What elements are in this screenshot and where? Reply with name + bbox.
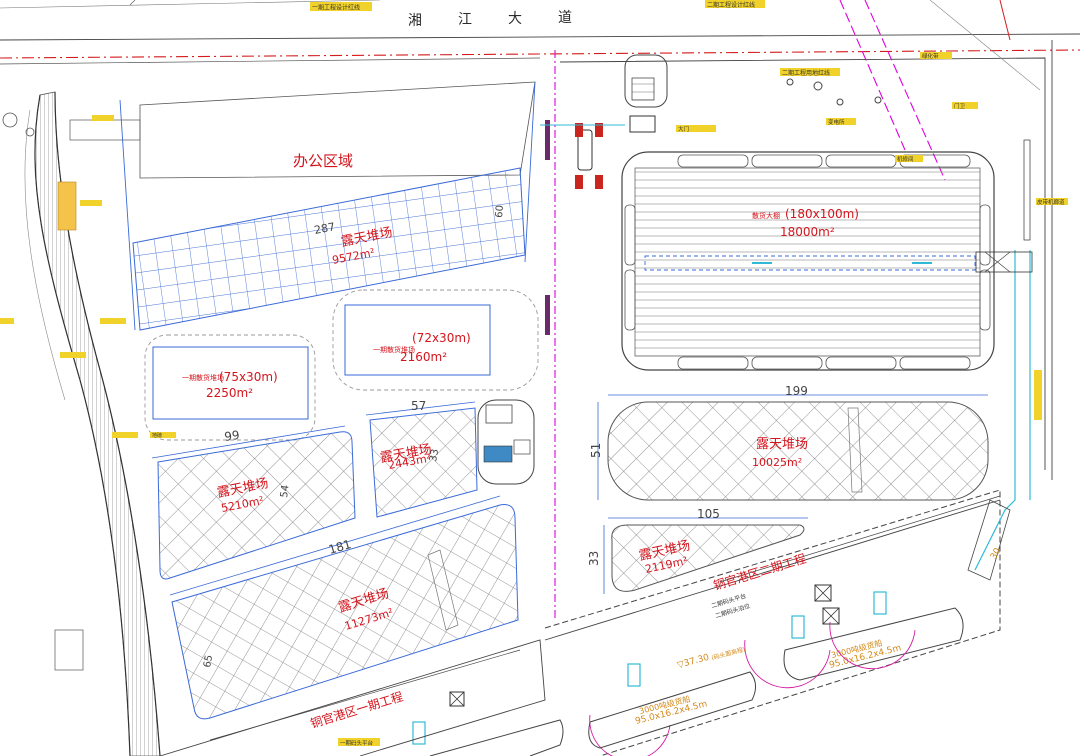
shed-1-name: 一期散货堆场	[182, 373, 224, 382]
svg-text:大: 大	[508, 11, 522, 27]
svg-text:▽37.30: ▽37.30	[676, 653, 710, 671]
warehouse-name: 散货大棚	[752, 211, 780, 220]
road-lines	[0, 0, 1080, 620]
yard-f-dim-top: 105	[697, 507, 720, 521]
road-name: 湘 江 大 道 一期工程设计红线 二期工程设计红线 二期工程用地红线	[310, 0, 840, 77]
right-conveyor: 皮带机廊道 30	[967, 139, 1068, 581]
yard-f-dim-side: 33	[587, 551, 601, 566]
yard-c-dim-top: 57	[411, 399, 426, 413]
svg-text:大门: 大门	[678, 125, 689, 133]
yard-e-dim-side: 51	[589, 443, 603, 458]
svg-text:机修间: 机修间	[897, 155, 914, 163]
guardhouse	[477, 399, 535, 485]
svg-text:道: 道	[558, 10, 572, 26]
svg-text:江: 江	[458, 12, 472, 28]
svg-text:变电所: 变电所	[828, 118, 845, 126]
yard-a-dim-top: 287	[313, 220, 336, 237]
shed-2-area: 2160m²	[400, 350, 447, 364]
yard-b-dim-side: 54	[279, 484, 291, 498]
shed-2-name: 一期散货堆场	[373, 345, 415, 354]
yard-e-dim-top: 199	[785, 384, 808, 398]
gate-building	[624, 54, 882, 133]
yard-b: 99 露天堆场 5210m² 54	[151, 425, 356, 580]
left-labels	[0, 115, 138, 438]
yard-e: 199 51 露天堆场 10025m²	[589, 384, 989, 501]
yard-e-area: 10025m²	[752, 456, 802, 469]
svg-text:一期工程设计红线: 一期工程设计红线	[312, 4, 360, 12]
svg-text:(码头面高程): (码头面高程)	[710, 645, 746, 662]
svg-text:一期码头平台: 一期码头平台	[340, 739, 374, 747]
svg-text:绿化带: 绿化带	[922, 52, 939, 60]
svg-text:二期工程设计红线: 二期工程设计红线	[707, 1, 755, 9]
yard-a: 露天堆场 9572m² 287 60	[132, 167, 526, 331]
svg-text:湘: 湘	[408, 13, 422, 29]
svg-text:地磅: 地磅	[152, 432, 162, 439]
yard-c: 57 露天堆场 2443m² 33	[365, 399, 478, 518]
shed-2: 一期散货堆场 (72x30m) 2160m²	[332, 120, 550, 391]
svg-text:皮带机廊道: 皮带机廊道	[1037, 198, 1065, 206]
svg-text:二期工程用地红线: 二期工程用地红线	[782, 69, 830, 77]
shed-1-area: 2250m²	[206, 386, 253, 400]
misc-labels: 大门 变电所 门卫 机修间 地磅 绿化带	[150, 52, 978, 439]
shed-1-size: (75x30m)	[219, 370, 278, 384]
yard-b-dim-top: 99	[223, 428, 240, 444]
warehouse-size: (180x100m)	[785, 207, 859, 221]
yard-e-title: 露天堆场	[756, 437, 808, 452]
yard-c-dim-side: 33	[428, 448, 441, 462]
yard-f: 105 33 露天堆场 2119m²	[587, 507, 808, 594]
warehouse-area: 18000m²	[780, 225, 835, 239]
yard-d: 181 露天堆场 11273m² 65	[169, 495, 519, 720]
shed-2-size: (72x30m)	[412, 331, 471, 345]
warehouse: 散货大棚 (180x100m) 18000m²	[621, 151, 995, 371]
shed-1: 一期散货堆场 (75x30m) 2250m²	[144, 334, 316, 441]
yard-d-dim-top: 181	[327, 537, 353, 557]
yard-d-dim-side: 65	[202, 654, 215, 668]
svg-text:30: 30	[989, 546, 1004, 561]
svg-text:门卫: 门卫	[954, 102, 966, 110]
phase1-project-label: 铜官港区一期工程	[308, 688, 404, 730]
loader-vehicle-icon	[540, 123, 625, 189]
trestle-conveyor	[2, 91, 161, 756]
office-label: 办公区域	[293, 152, 353, 170]
yard-a-dim-side: 60	[494, 205, 506, 219]
